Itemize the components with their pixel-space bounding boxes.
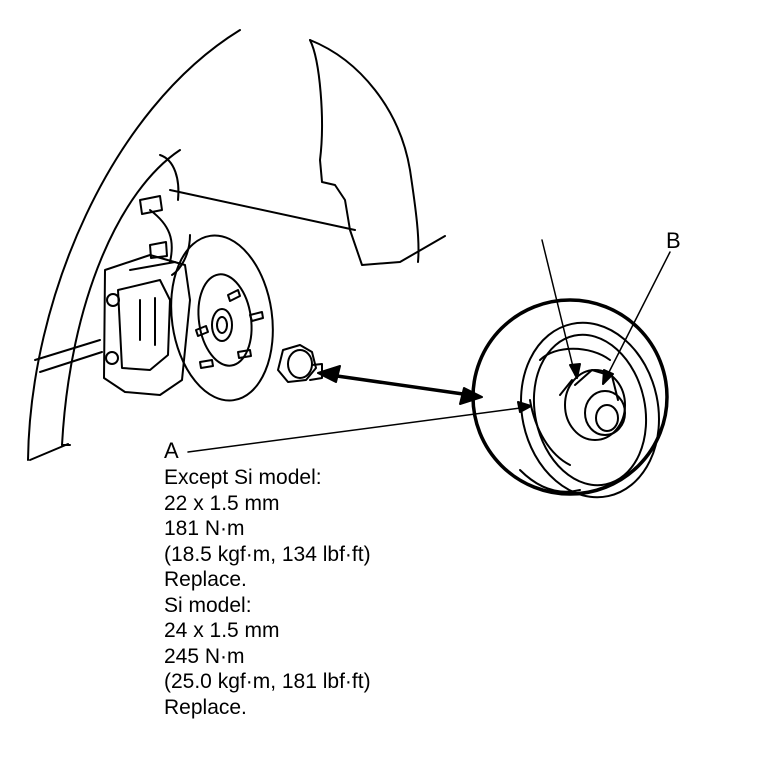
spindle-nut <box>278 345 322 382</box>
spec-line-si-torque: 245 N·m <box>164 644 245 668</box>
callout-leaders <box>188 240 670 452</box>
brake-hose <box>140 196 190 275</box>
spec-line-si-replace: Replace. <box>164 695 247 719</box>
spec-line-except-si-torque: 181 N·m <box>164 517 245 540</box>
wheel-studs <box>196 290 263 368</box>
spec-line-si-torque-alt: (25.0 kgf·m, 181 lbf·ft) <box>164 670 371 693</box>
spec-line-except-si-replace: Replace. <box>164 568 247 591</box>
detail-magnifier <box>473 300 675 510</box>
callout-label-a: A <box>164 438 179 463</box>
spec-line-except-si-size: 22 x 1.5 mm <box>164 491 280 515</box>
callout-label-b: B <box>666 228 681 253</box>
torque-spec-block: Except Si model: 22 x 1.5 mm 181 N·m (18… <box>164 465 371 720</box>
spec-line-si-size: 24 x 1.5 mm <box>164 619 280 642</box>
brake-caliper <box>104 255 190 395</box>
spec-line-si-heading: Si model: <box>164 593 252 617</box>
brake-disc <box>161 229 283 407</box>
spec-line-except-si-heading: Except Si model: <box>164 466 322 489</box>
removal-arrow <box>318 366 482 404</box>
fender-arc <box>28 30 240 460</box>
wheel-well-liner <box>35 40 445 372</box>
spec-line-except-si-torque-alt: (18.5 kgf·m, 134 lbf·ft) <box>164 542 371 566</box>
